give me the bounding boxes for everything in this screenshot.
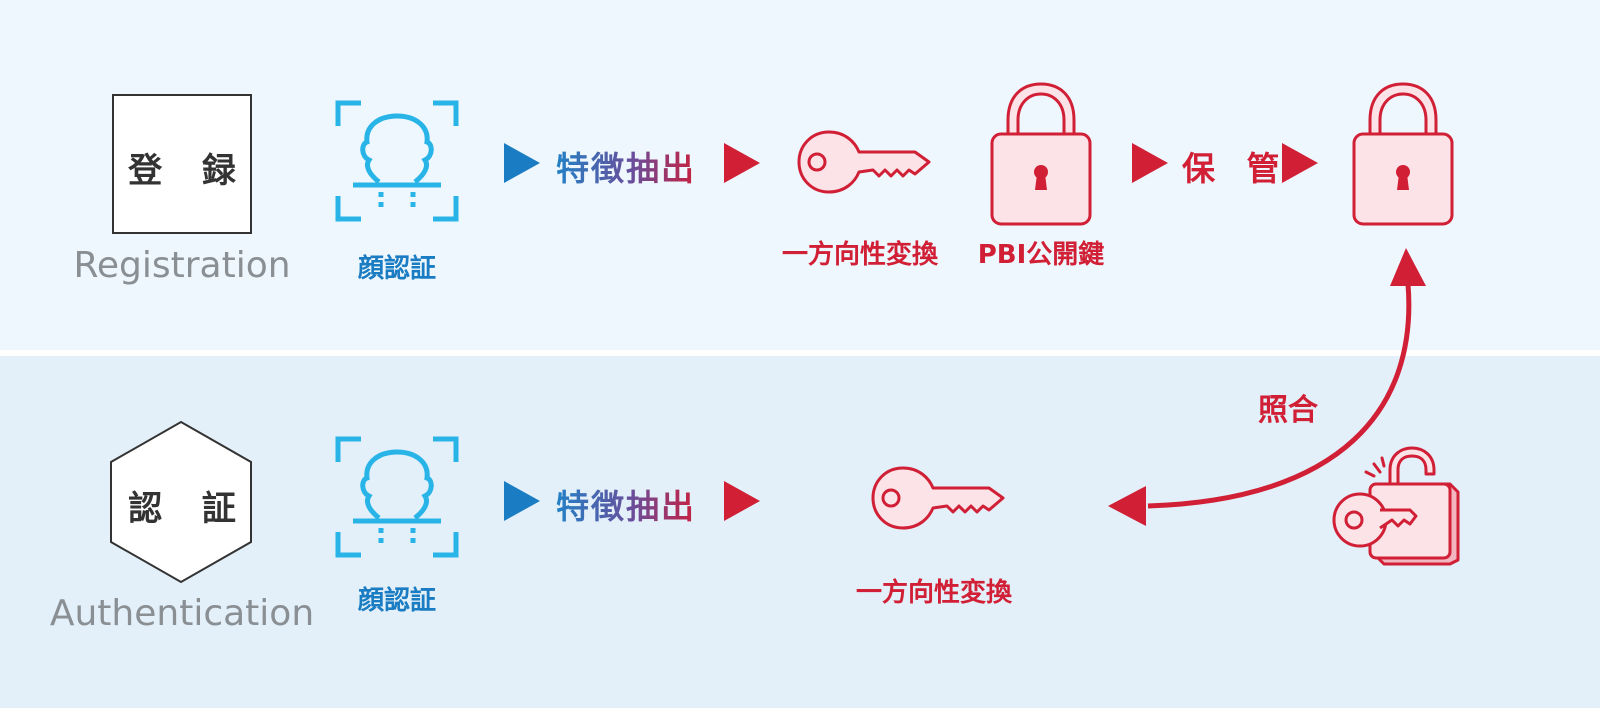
arrow-right-icon	[724, 481, 760, 521]
authentication-one-way-label: 一方向性変換	[855, 578, 1012, 608]
verify-double-arrow	[1108, 248, 1426, 526]
key-icon	[871, 466, 1005, 530]
authentication-stage-hexagon	[110, 420, 252, 584]
arrow-right-icon	[504, 143, 540, 183]
authentication-stage-label-en: Authentication	[49, 593, 315, 634]
authentication-stage-label: 認 証	[128, 489, 250, 529]
registration-band	[0, 0, 1600, 350]
verify-label: 照合	[1258, 393, 1318, 428]
key-icon	[797, 130, 931, 194]
stored-padlock-icon	[1352, 82, 1454, 226]
face-scan-icon	[335, 100, 459, 222]
face-scan-icon	[335, 436, 459, 558]
registration-one-way-label: 一方向性変換	[781, 240, 938, 270]
arrow-right-icon	[724, 143, 760, 183]
registration-feature-extraction-label: 特徴抽出	[556, 142, 696, 190]
registration-stage-label-en: Registration	[73, 245, 291, 286]
public-key-label: PBI公開鍵	[977, 240, 1105, 270]
registration-stage-box	[112, 94, 252, 234]
arrow-right-icon	[504, 481, 540, 521]
band-divider	[0, 350, 1600, 356]
padlock-icon	[990, 82, 1092, 226]
registration-face-auth-label: 顔認証	[357, 254, 436, 284]
registration-stage-label: 登 録	[128, 151, 250, 191]
arrow-right-icon	[1132, 143, 1168, 183]
authentication-band	[0, 356, 1600, 708]
arrow-right-icon	[1282, 143, 1318, 183]
authentication-face-auth-label: 顔認証	[357, 586, 436, 616]
storage-label: 保 管	[1182, 149, 1290, 188]
authentication-feature-extraction-label: 特徴抽出	[556, 480, 696, 528]
unlocked-padlock-icon	[1332, 446, 1460, 566]
